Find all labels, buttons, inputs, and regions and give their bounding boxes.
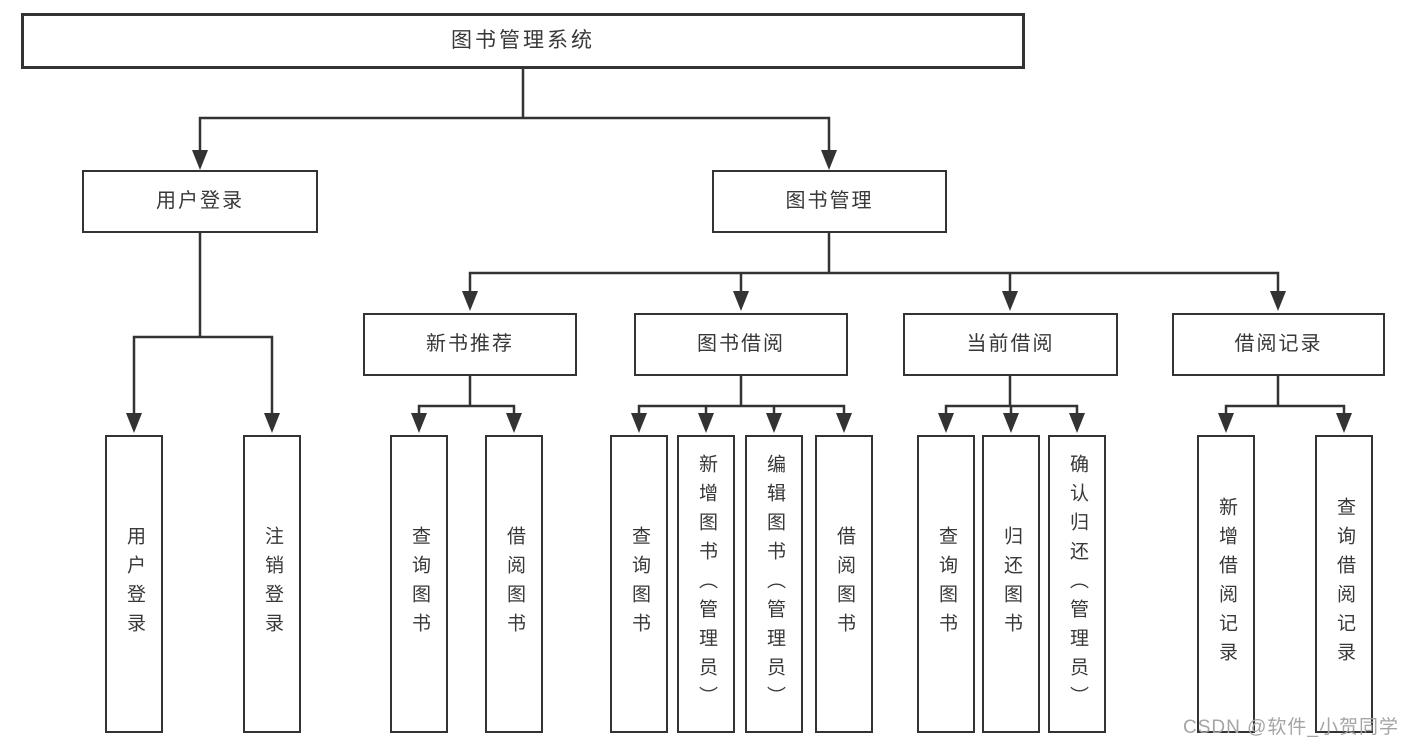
leaf-query-books-recommend: 查询图书 <box>390 435 448 733</box>
leaf-user-login: 用户登录 <box>105 435 163 733</box>
node-current-borrowing: 当前借阅 <box>903 313 1118 376</box>
csdn-watermark: CSDN @软件_小贺同学 <box>1183 717 1399 738</box>
node-book-management: 图书管理 <box>712 170 947 233</box>
node-user-login: 用户登录 <box>82 170 318 233</box>
leaf-confirm-return-admin: 确认归还（管理员） <box>1048 435 1106 733</box>
leaf-query-borrow-record: 查询借阅记录 <box>1315 435 1373 733</box>
node-book-borrowing: 图书借阅 <box>634 313 848 376</box>
connector-book-management-children <box>462 231 1286 311</box>
leaf-add-book-admin: 新增图书（管理员） <box>677 435 735 733</box>
connector-user-login-children <box>126 231 280 433</box>
leaf-add-borrow-record: 新增借阅记录 <box>1197 435 1255 733</box>
node-borrowing-records: 借阅记录 <box>1172 313 1385 376</box>
leaf-edit-book-admin: 编辑图书（管理员） <box>745 435 803 733</box>
node-library-management-system: 图书管理系统 <box>21 13 1025 69</box>
leaf-return-book: 归还图书 <box>982 435 1040 733</box>
connector-root-to-level2 <box>192 67 837 170</box>
connector-current-borrow-children <box>938 374 1085 433</box>
leaf-query-books-current: 查询图书 <box>917 435 975 733</box>
connector-borrow-record-children <box>1218 374 1352 433</box>
leaf-query-books-borrowing: 查询图书 <box>610 435 668 733</box>
leaf-borrow-books-recommend: 借阅图书 <box>485 435 543 733</box>
leaf-borrow-books-borrowing: 借阅图书 <box>815 435 873 733</box>
connector-book-borrow-children <box>631 374 852 433</box>
connector-new-book-rec-children <box>411 374 522 433</box>
leaf-logout-login: 注销登录 <box>243 435 301 733</box>
node-new-book-recommendation: 新书推荐 <box>363 313 577 376</box>
